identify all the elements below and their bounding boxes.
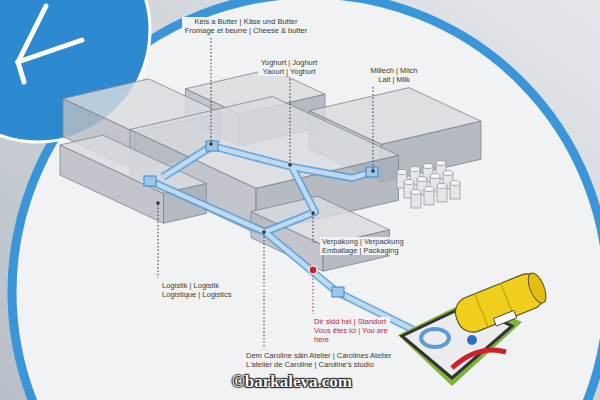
icon-stroke bbox=[18, 62, 24, 82]
studio bbox=[398, 269, 551, 386]
walkway-fill bbox=[292, 167, 372, 178]
silo bbox=[411, 190, 421, 209]
label-box: Kéis a Butter | Käse und Butter Fromage … bbox=[182, 17, 311, 35]
studio-arc bbox=[452, 350, 506, 368]
leader-line bbox=[158, 204, 159, 278]
area-label: Kéis a Butter | Käse und Butter Fromage … bbox=[182, 17, 311, 35]
leader-dot bbox=[209, 142, 213, 146]
watermark: ©barkaleva.com bbox=[232, 372, 352, 392]
silo-top bbox=[411, 190, 421, 195]
label-box: Yoghurt | Joghurt Yaourt | Yoghurt bbox=[258, 58, 321, 76]
silo-top bbox=[430, 174, 440, 179]
leader-dot bbox=[288, 163, 292, 167]
label-box: Dem Caroline säin Atelier | Carolines At… bbox=[244, 351, 397, 369]
silo-top bbox=[410, 167, 420, 172]
leader-line bbox=[313, 275, 314, 314]
walkway-fill bbox=[150, 181, 430, 338]
silo-top bbox=[424, 187, 434, 192]
silos bbox=[397, 161, 460, 209]
silo-top bbox=[450, 181, 460, 186]
cylinder-door bbox=[493, 310, 516, 326]
building-block bbox=[60, 135, 206, 223]
leader-line bbox=[211, 38, 212, 143]
cylinder-end bbox=[525, 271, 550, 306]
leader-line bbox=[290, 79, 291, 164]
leader-dot bbox=[371, 169, 375, 173]
studio-cylinder bbox=[451, 269, 551, 339]
silo-top bbox=[443, 171, 453, 176]
stair-tower bbox=[366, 167, 378, 177]
silo bbox=[437, 184, 447, 203]
leader-line bbox=[264, 233, 265, 348]
badge-icon bbox=[18, 6, 82, 82]
silo-top bbox=[437, 184, 447, 189]
silo-top bbox=[417, 177, 427, 182]
area-label: Millech | Milch Lait | Milk bbox=[368, 66, 421, 84]
silo-top bbox=[397, 170, 407, 175]
leader-dots bbox=[156, 142, 375, 234]
label-box: ©barkaleva.com bbox=[232, 372, 352, 392]
area-label: Dem Caroline säin Atelier | Carolines At… bbox=[244, 351, 397, 369]
label-box: Verpakong | Verpackung Emballage | Packa… bbox=[320, 237, 408, 255]
leader-line bbox=[313, 242, 317, 243]
label-box: Logistik | Logistik Logistique | Logisti… bbox=[160, 281, 236, 299]
icon-stroke bbox=[18, 40, 82, 62]
label-box: Millech | Milch Lait | Milk bbox=[368, 66, 421, 84]
label-box: Dir sidd hei | Standort Vous êtes ici | … bbox=[312, 317, 390, 344]
visitor-walkway bbox=[144, 141, 430, 338]
stair-tower bbox=[206, 141, 218, 151]
area-label: Logistik | Logistik Logistique | Logisti… bbox=[160, 281, 236, 299]
leader-dot bbox=[311, 211, 315, 215]
studio-seat bbox=[467, 335, 477, 345]
cylinder-body bbox=[451, 269, 550, 337]
walkway-outline bbox=[292, 167, 372, 178]
silo-top bbox=[404, 180, 414, 185]
area-label: Yoghurt | Joghurt Yaourt | Yoghurt bbox=[258, 58, 321, 76]
silo bbox=[424, 187, 434, 206]
silo-top bbox=[423, 164, 433, 169]
walkway-fill bbox=[163, 146, 315, 232]
leader-line bbox=[373, 87, 374, 170]
leader-line bbox=[313, 214, 314, 242]
stair-tower bbox=[332, 287, 344, 297]
area-label: Verpakong | Verpackung Emballage | Packa… bbox=[320, 237, 408, 255]
silo bbox=[450, 181, 460, 200]
walkway-outline bbox=[150, 181, 430, 338]
you-are-here-label: Dir sidd hei | Standort Vous êtes ici | … bbox=[312, 317, 390, 344]
leader-lines bbox=[158, 38, 373, 348]
leader-dot bbox=[156, 201, 160, 205]
leader-dot bbox=[262, 230, 266, 234]
studio-ring bbox=[421, 329, 449, 347]
cylinder-band bbox=[475, 294, 488, 327]
you-are-here-dot bbox=[309, 266, 317, 274]
silo-top bbox=[436, 161, 446, 166]
stair-tower bbox=[144, 176, 156, 186]
